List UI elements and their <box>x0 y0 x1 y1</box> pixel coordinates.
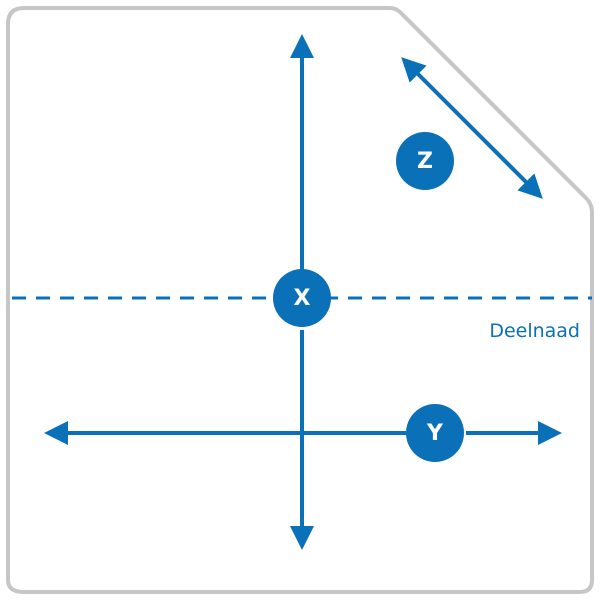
z-arrow <box>401 57 543 199</box>
seam-label: Deelnaad <box>489 320 580 342</box>
y-badge: Y <box>406 404 464 462</box>
x-badge: X <box>273 269 331 327</box>
z-badge: Z <box>396 132 454 190</box>
x-badge-label: X <box>294 286 311 311</box>
y-badge-label: Y <box>426 421 444 446</box>
z-badge-label: Z <box>417 149 433 174</box>
